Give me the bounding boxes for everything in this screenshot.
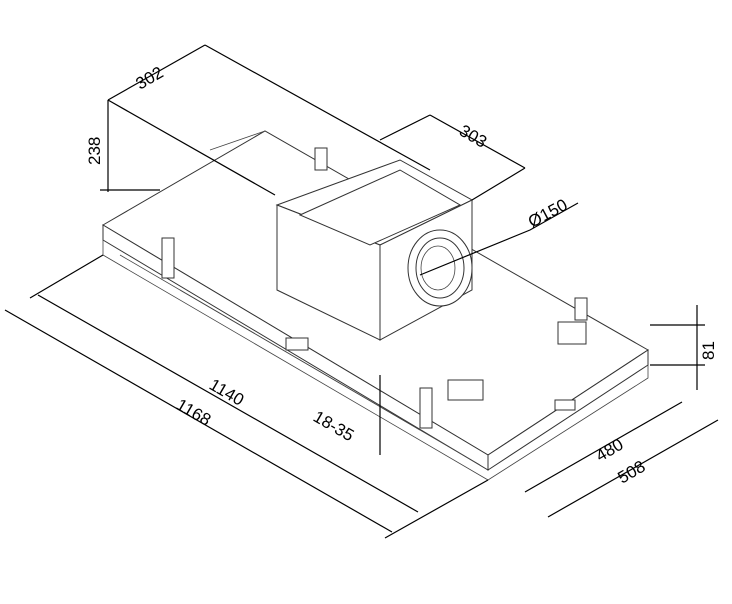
dim-508: 508 [615, 457, 649, 488]
dim-diameter-150: Ø150 [525, 195, 571, 231]
dim-1168: 1168 [173, 395, 214, 430]
dim-18-35: 18-35 [310, 407, 357, 445]
dim-480: 480 [593, 435, 627, 466]
mounting-brackets [161, 147, 588, 429]
air-outlet [407, 229, 473, 307]
dim-302: 302 [133, 63, 167, 94]
dim-303: 303 [456, 121, 490, 152]
dim-81: 81 [699, 341, 718, 360]
dim-238: 238 [85, 137, 104, 165]
dimension-lines [4, 44, 719, 539]
dim-1140: 1140 [206, 375, 247, 410]
